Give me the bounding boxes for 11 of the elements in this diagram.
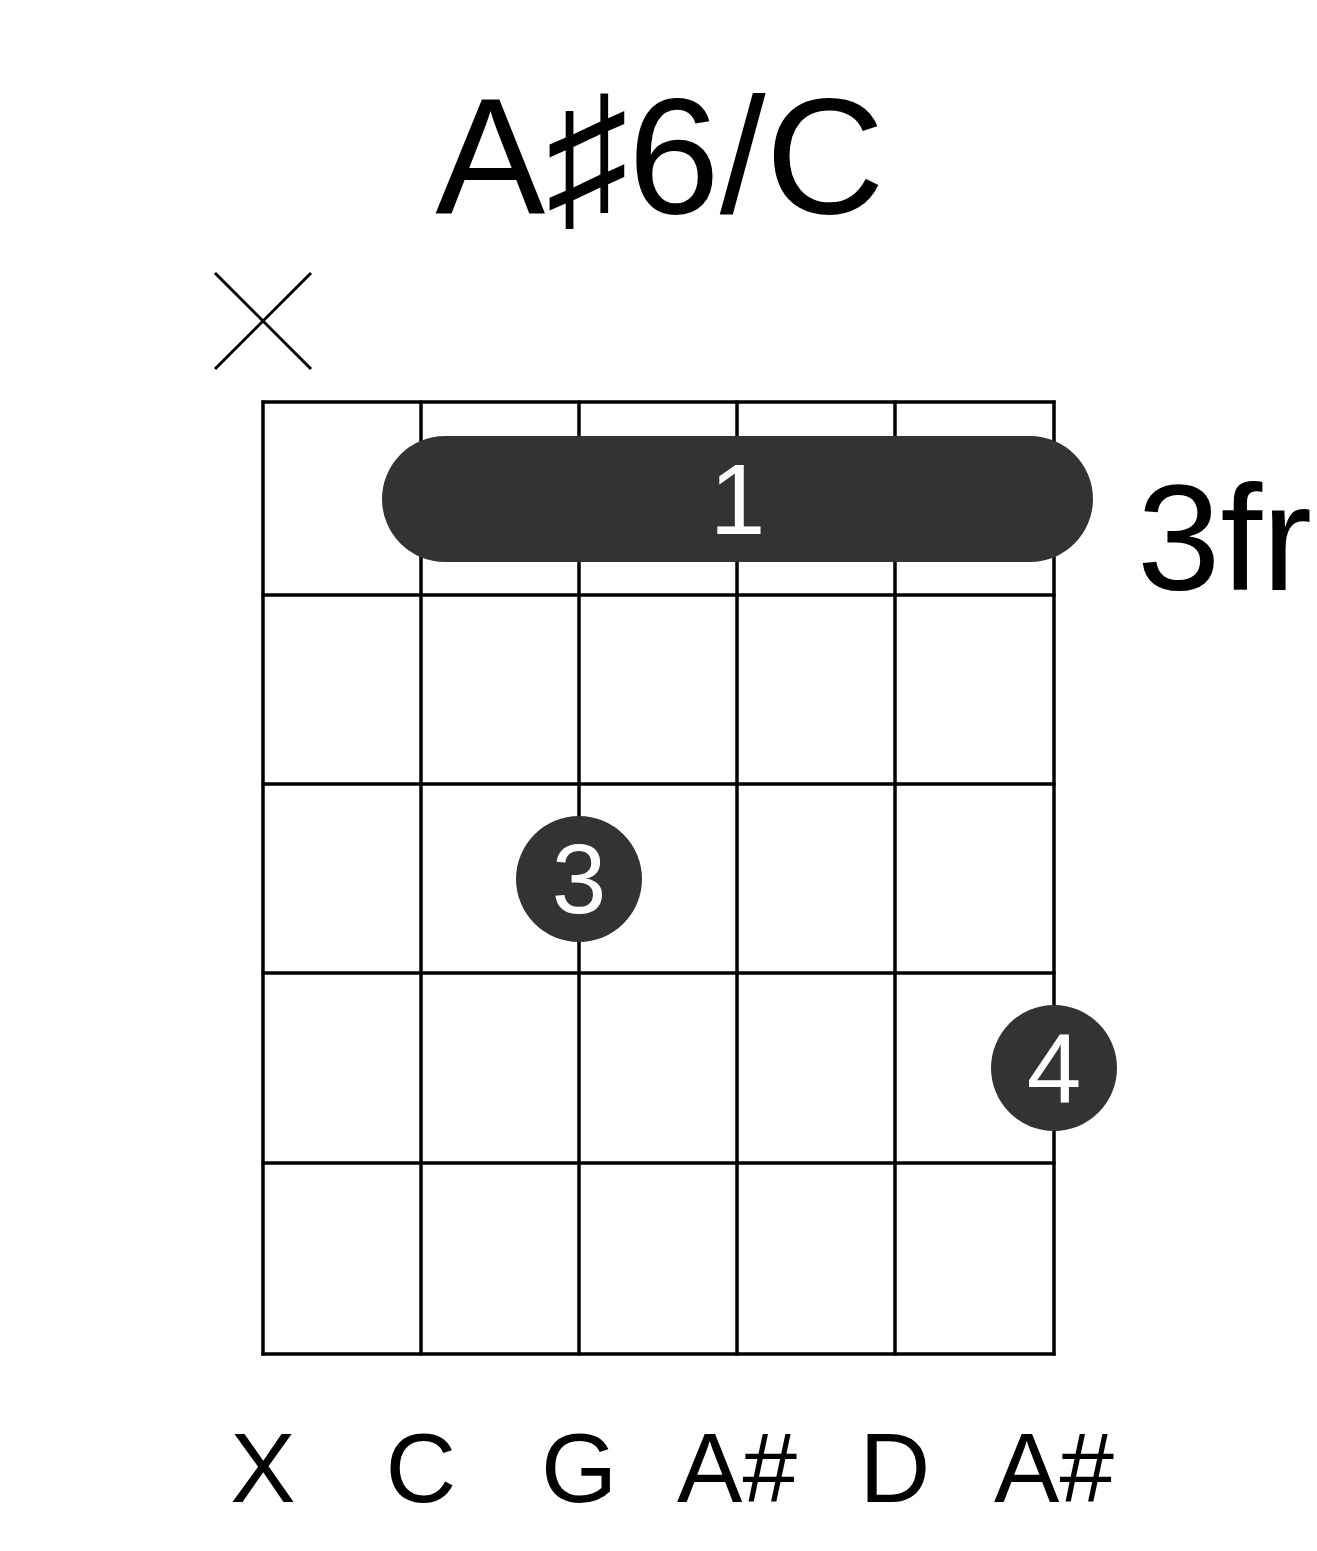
string-note-label: X bbox=[230, 1419, 296, 1517]
string-note-label: C bbox=[385, 1419, 457, 1517]
string-note-label: D bbox=[859, 1419, 931, 1517]
finger-number: 3 bbox=[551, 830, 607, 928]
string-note-label: A# bbox=[677, 1419, 797, 1517]
finger-number: 4 bbox=[1026, 1019, 1082, 1117]
string-note-label: G bbox=[540, 1419, 618, 1517]
chord-title: A♯6/C bbox=[435, 74, 885, 239]
fret-position-label: 3fr bbox=[1137, 463, 1313, 613]
finger-number: 1 bbox=[709, 449, 766, 549]
string-note-label: A# bbox=[994, 1419, 1114, 1517]
